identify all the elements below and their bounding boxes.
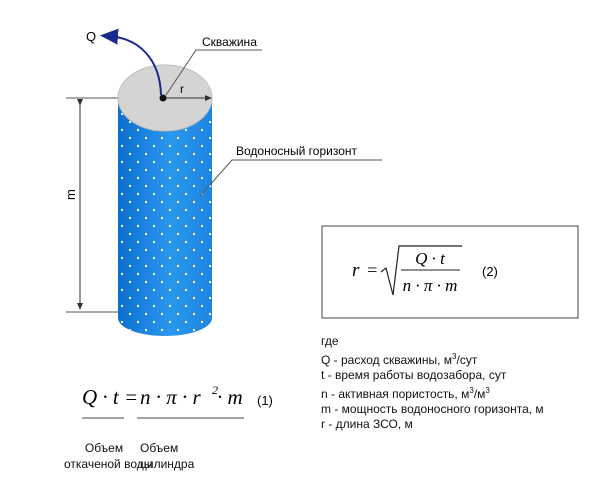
legend: где Q - расход скважины, м3/сут t - врем… — [321, 334, 591, 432]
well-point — [159, 94, 167, 102]
aquifer-leader — [199, 159, 382, 197]
formula-1-equals: = — [124, 385, 138, 409]
caption-cylinder-volume: Объем цилиндра — [140, 440, 200, 472]
legend-item-q: Q - расход скважины, м3/сут — [321, 352, 478, 367]
caption-cylinder-volume-line1: Объем — [140, 441, 179, 455]
radius-label: r — [180, 82, 184, 96]
caption-pumped-water-line1: Объем — [84, 441, 124, 455]
well-leader — [165, 49, 262, 96]
formula-1-lhs: Q · t — [82, 385, 120, 409]
caption-pumped-water-line2: откаченой воды — [64, 457, 153, 471]
formula-2-equals: = — [366, 260, 378, 280]
well-label: Скважина — [202, 35, 257, 49]
legend-item-n: n - активная пористость, м3/м3 — [321, 386, 490, 401]
caption-cylinder-volume-line2: цилиндра — [140, 457, 195, 471]
formula-2-denominator: n · π · m — [403, 276, 458, 295]
formula-1-number: (1) — [257, 393, 273, 408]
radical-sign — [380, 245, 462, 296]
formula-1-rhs: n · π · r — [140, 385, 202, 409]
thickness-label: m — [63, 189, 78, 200]
flow-arrow — [100, 28, 162, 96]
formula-1-rhs-tail: · m — [217, 385, 243, 409]
formula-1-rhs-exp: 2 — [212, 383, 218, 397]
caption-pumped-water: Объем откаченой воды — [64, 440, 153, 472]
legend-item-r: r - длина ЗСО, м — [321, 417, 413, 431]
legend-item-t: t - время работы водозабора, сут — [321, 368, 507, 382]
formula-2-lhs: r — [352, 260, 360, 281]
aquifer-label: Водоносный горизонт — [236, 144, 358, 158]
formula-2-numerator: Q · t — [415, 249, 446, 268]
legend-item-m: m - мощность водоносного горизонта, м — [321, 402, 544, 416]
formula-2-number: (2) — [482, 264, 498, 279]
legend-title: где — [321, 334, 339, 348]
flow-label: Q — [86, 29, 96, 44]
cylinder-dots — [118, 98, 212, 336]
formula-2-box — [321, 225, 579, 319]
